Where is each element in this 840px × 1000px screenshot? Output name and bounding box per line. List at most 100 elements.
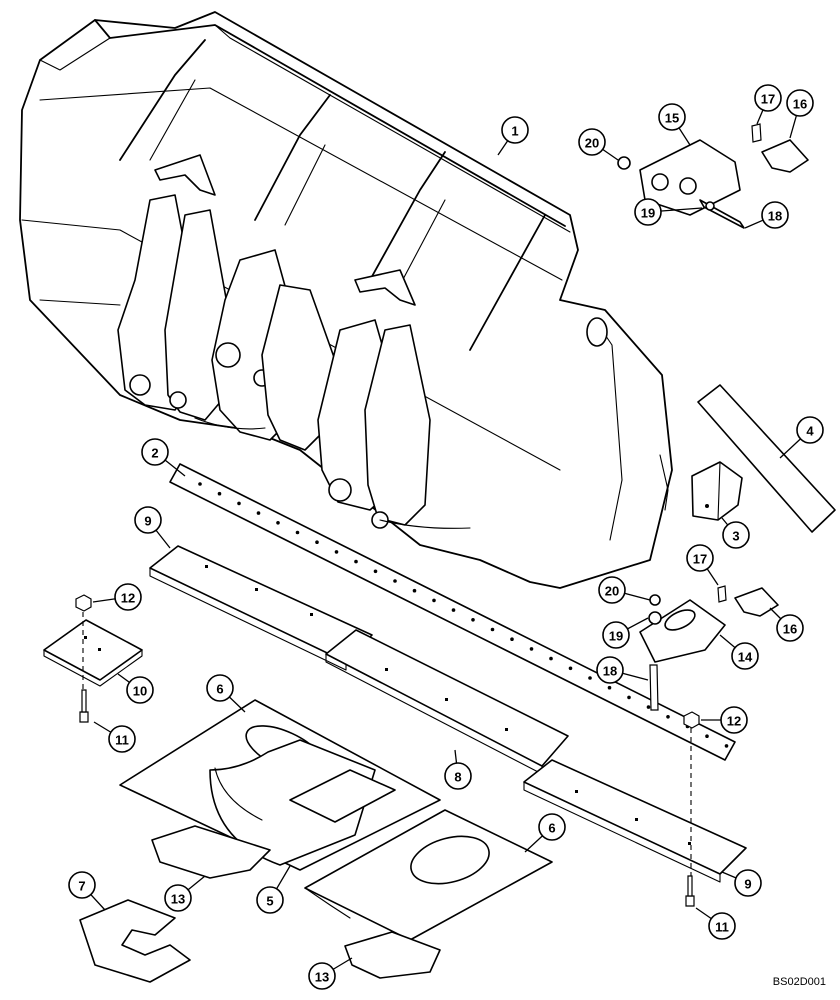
edge-bolt-hole (646, 705, 651, 709)
callout-circle (308, 962, 336, 990)
callout-number: 2 (151, 446, 158, 461)
side-cutter-block (691, 461, 743, 521)
callout-circle (776, 614, 804, 642)
fastener-bolt-11a (79, 689, 89, 723)
mounting-brackets (117, 194, 431, 529)
callout-c15: 15 (658, 103, 691, 146)
callout-circle (206, 674, 234, 702)
bucket-assembly (19, 11, 673, 589)
callout-circle (658, 103, 686, 131)
callout-circle (68, 871, 96, 899)
callout-number: 13 (315, 970, 329, 985)
side-wear-plate (697, 384, 836, 533)
callout-c17b: 17 (686, 544, 719, 586)
callout-c16a: 16 (786, 89, 814, 139)
callout-number: 13 (171, 892, 185, 907)
edge-bolt-hole (217, 491, 222, 496)
callout-circle (578, 128, 606, 156)
callout-circle (796, 416, 824, 444)
callout-number: 12 (121, 591, 135, 606)
edge-bolt-hole (295, 530, 300, 535)
callout-circle (634, 198, 662, 226)
callout-c1: 1 (497, 116, 529, 156)
callout-number: 17 (693, 552, 707, 567)
callout-circle (720, 706, 748, 734)
callout-circle (114, 583, 142, 611)
callout-circle (686, 544, 714, 572)
callout-c13b: 13 (308, 957, 353, 990)
edge-bolt-hole (354, 559, 358, 564)
fastener-nut-12a (75, 594, 92, 612)
callout-c19b: 19 (602, 617, 649, 649)
callout-number: 18 (768, 209, 782, 224)
end-edge-segment-upper (149, 545, 373, 671)
callout-c8: 8 (444, 749, 472, 790)
edge-bolt-hole (432, 598, 436, 603)
callout-number: 7 (78, 879, 85, 894)
callout-number: 5 (266, 894, 273, 909)
callout-c12b: 12 (701, 706, 748, 734)
callout-number: 6 (548, 821, 555, 836)
callout-number: 16 (783, 622, 797, 637)
edge-bolt-hole (724, 744, 729, 748)
tooth-adapter-assembly-lower (639, 585, 779, 711)
wear-plate-lower (304, 809, 553, 941)
callout-circle (134, 506, 162, 534)
edge-bolt-hole (568, 666, 573, 671)
callout-circle (734, 869, 762, 897)
callout-c4: 4 (779, 416, 824, 459)
edge-bolt-hole (666, 715, 670, 719)
hook-plate (79, 899, 191, 983)
edge-bolt-hole (315, 540, 319, 544)
callout-c20a: 20 (578, 128, 619, 161)
edge-bolt-hole (334, 550, 339, 554)
callout-c6a: 6 (206, 674, 246, 713)
callout-number: 20 (605, 584, 619, 599)
callout-c19a: 19 (634, 198, 703, 226)
callout-circle (596, 656, 624, 684)
edge-bolt-hole (471, 618, 475, 622)
callout-c9b: 9 (721, 869, 762, 897)
callout-circle (108, 725, 136, 753)
edge-bolt-hole (588, 676, 592, 680)
callout-c7: 7 (68, 871, 106, 911)
callout-c10: 10 (117, 673, 154, 704)
callouts: 1234566789910111112121313141516161717181… (68, 84, 824, 990)
callout-number: 14 (738, 650, 753, 665)
callout-c3: 3 (721, 517, 750, 549)
callout-c14: 14 (719, 634, 759, 670)
callout-number: 10 (133, 684, 147, 699)
edge-bolt-hole (276, 521, 280, 525)
callout-number: 1 (511, 124, 518, 139)
callout-number: 8 (454, 770, 461, 785)
callout-c18b: 18 (596, 656, 649, 684)
edge-bolt-hole (393, 579, 397, 583)
callout-circle (754, 84, 782, 112)
callout-c13a: 13 (164, 875, 206, 912)
spacer-shim-lower (344, 931, 441, 979)
callout-number: 4 (806, 424, 814, 439)
document-code: BS02D001 (773, 976, 826, 988)
callout-c18a: 18 (744, 201, 789, 229)
callout-circle (501, 116, 529, 144)
callout-number: 9 (144, 514, 151, 529)
callout-circle (761, 201, 789, 229)
edge-bolt-hole (627, 695, 631, 700)
callout-number: 15 (665, 111, 679, 126)
callout-circle (731, 642, 759, 670)
callout-circle (598, 576, 626, 604)
callout-number: 18 (603, 664, 617, 679)
callout-circle (602, 621, 630, 649)
callout-number: 6 (216, 682, 223, 697)
callout-circle (708, 912, 736, 940)
callout-circle (126, 676, 154, 704)
small-end-plate (43, 619, 143, 687)
fastener-nut-12b (683, 711, 700, 729)
callout-number: 19 (641, 206, 655, 221)
edge-bolt-hole (198, 482, 202, 486)
callout-c9a: 9 (134, 506, 171, 549)
callout-number: 12 (727, 714, 741, 729)
callout-number: 19 (609, 629, 623, 644)
edge-bolt-hole (549, 656, 553, 661)
